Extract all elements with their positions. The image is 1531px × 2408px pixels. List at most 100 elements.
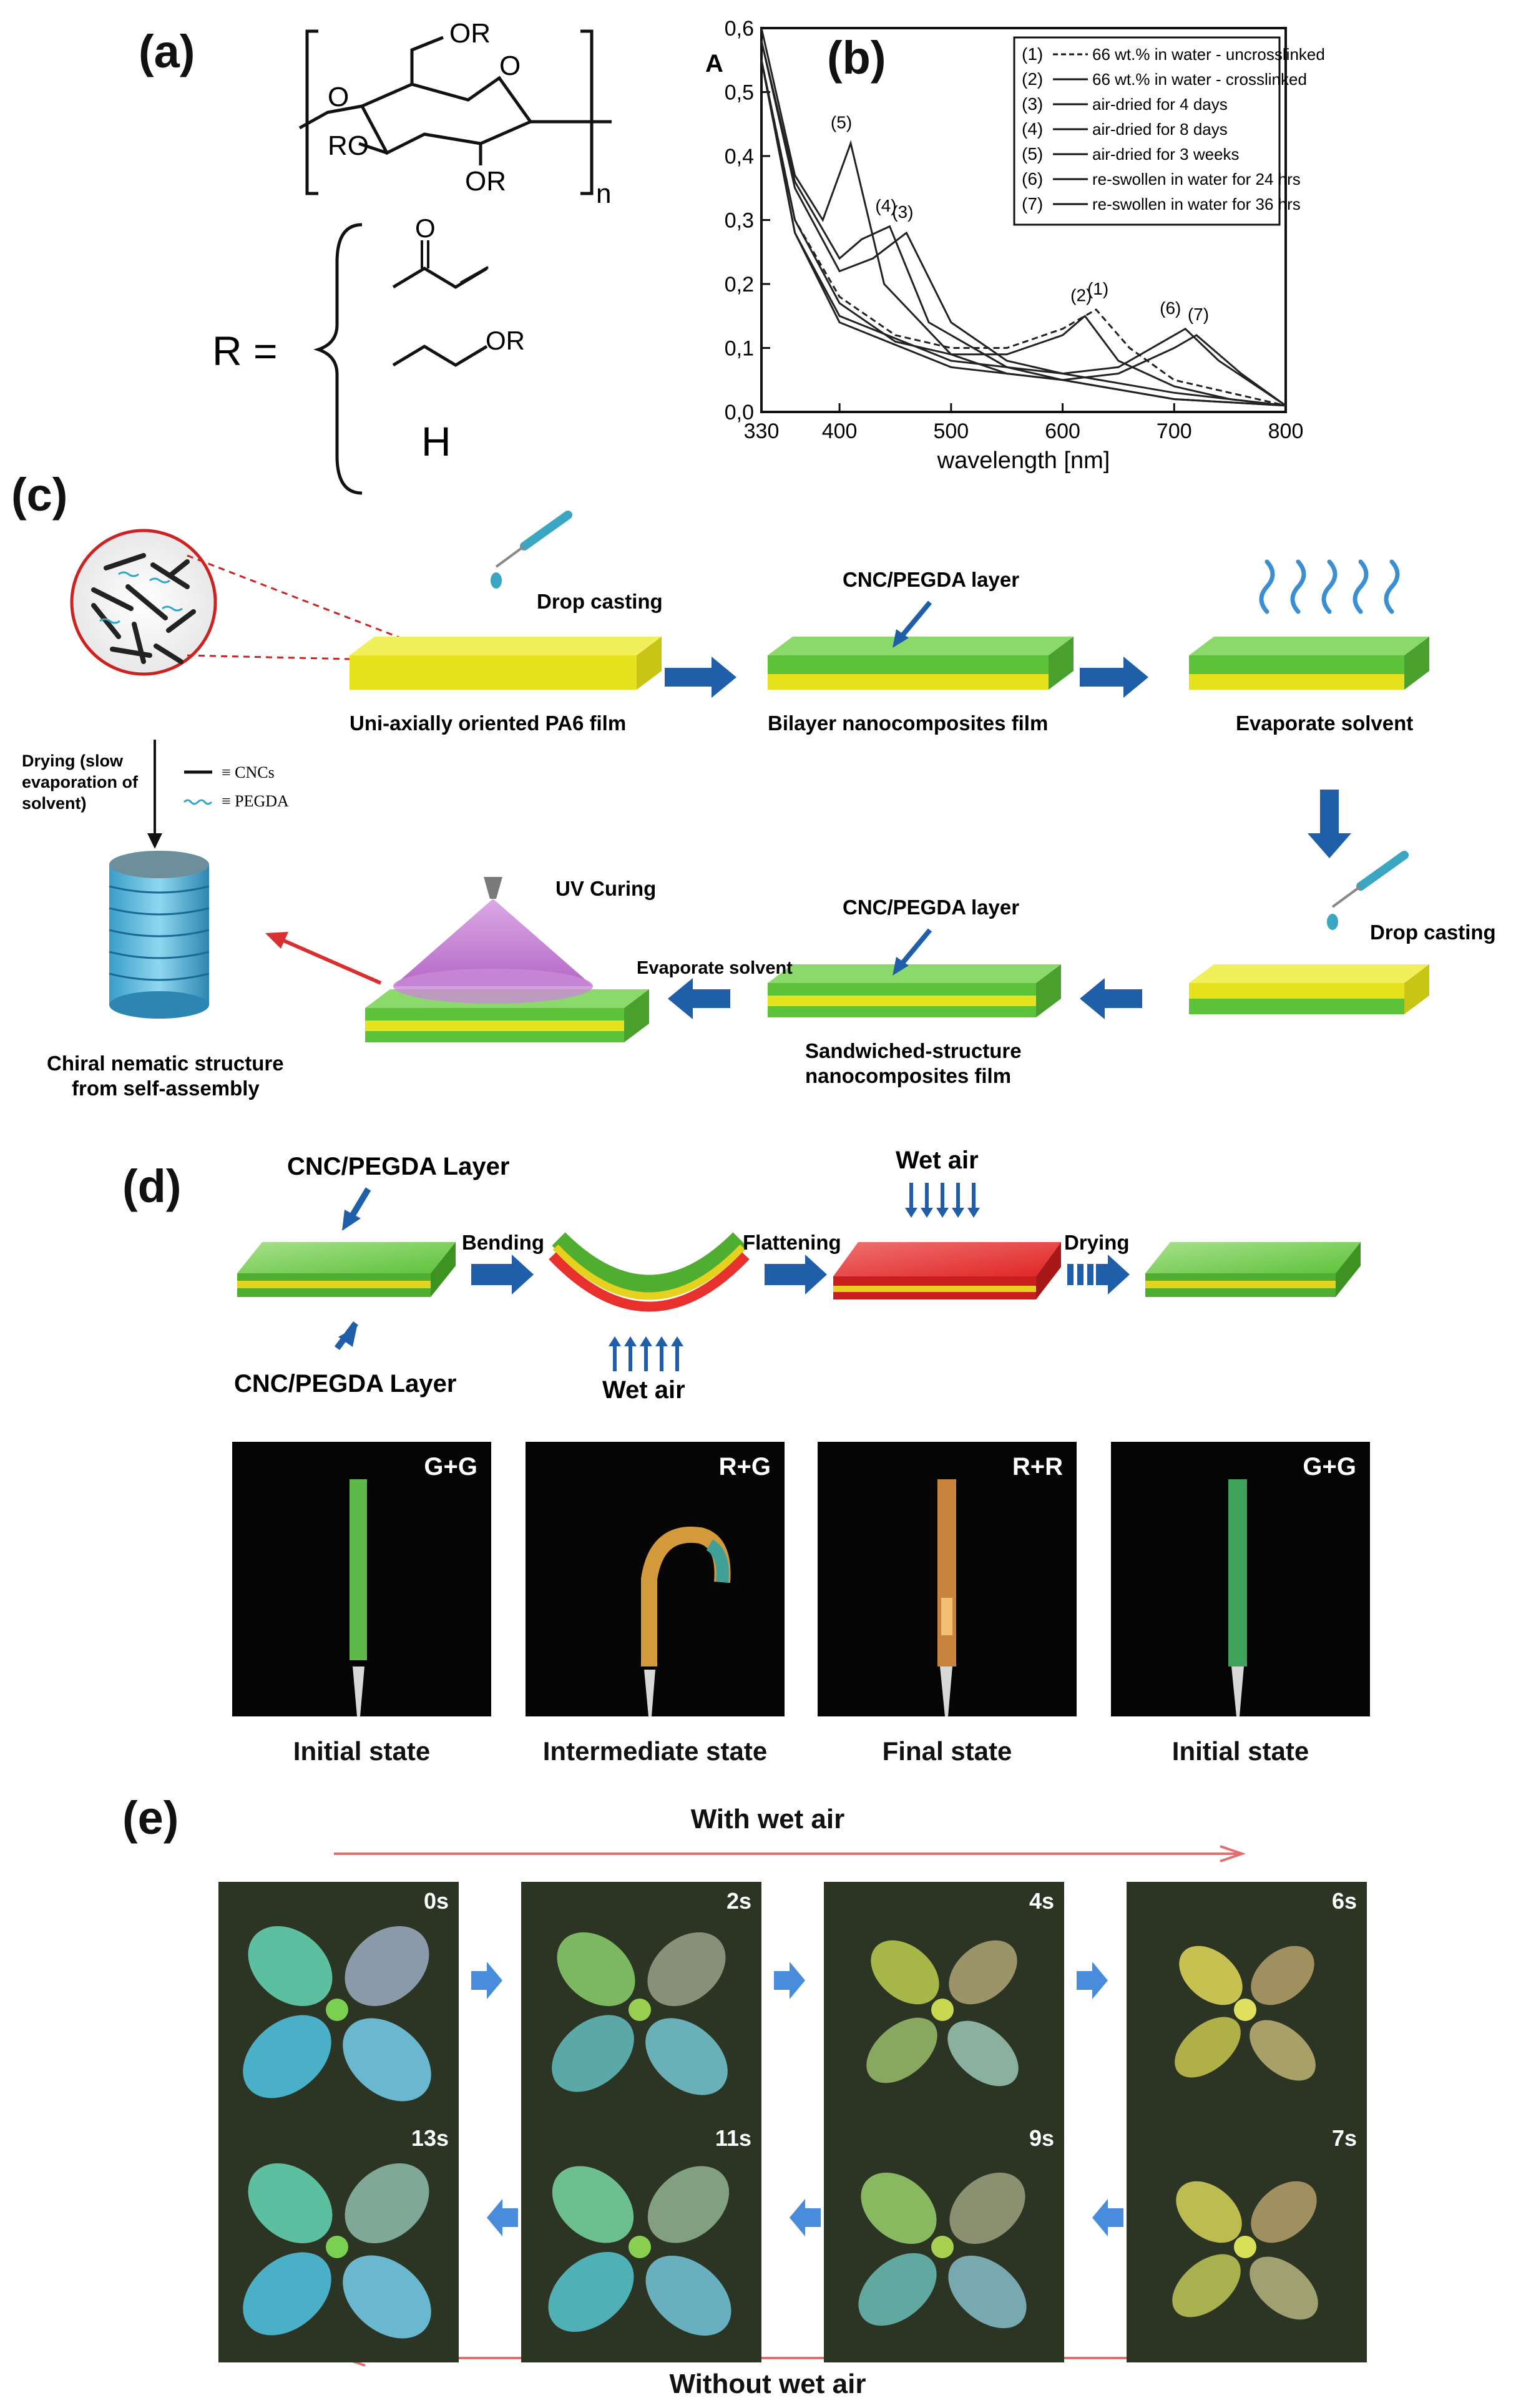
panel-label-e: (e) (122, 1792, 179, 1844)
photo-tag: G+G (1303, 1453, 1356, 1481)
photo-restored-state: G+G (1111, 1442, 1370, 1716)
evaporate-film (1189, 637, 1429, 690)
time-tag: 4s (1029, 1888, 1054, 1914)
film-flat-red (833, 1242, 1061, 1299)
without-wet-air-label: Without wet air (669, 2369, 866, 2399)
sandwich-label-2: nanocomposites film (805, 1064, 1011, 1087)
layer-bottom-label: CNC/PEGDA Layer (234, 1370, 456, 1397)
peak-label: (4) (875, 196, 896, 215)
flipped-film (1189, 964, 1429, 1014)
dropper-1-icon (491, 511, 572, 589)
caption-intermediate: Intermediate state (542, 1736, 768, 1766)
legend-entry: air-dried for 4 days (1092, 95, 1228, 114)
drying-arrow (1067, 1255, 1130, 1295)
cellulose-structure: OR O O RO OR n R = O OR H (212, 18, 612, 495)
y-tick-label: 0,0 (725, 401, 754, 424)
drying-label-2: evaporation of (22, 773, 139, 791)
series-line-3 (760, 41, 1286, 407)
photo-final-state: R+R (818, 1442, 1077, 1716)
x-tick-label: 400 (822, 419, 858, 443)
drop-casting-2-label: Drop casting (1370, 921, 1496, 944)
y-tick-label: 0,2 (725, 273, 754, 296)
chem-o-ring: O (499, 51, 521, 81)
cnc-layer-1-label: CNC/PEGDA layer (843, 568, 1019, 591)
flattening-label: Flattening (743, 1231, 841, 1254)
legend-entry: 66 wt.% in water - crosslinked (1092, 70, 1307, 89)
chem-or-bottom: OR (465, 166, 506, 197)
legend-num: (3) (1022, 94, 1043, 114)
x-tick-label: 700 (1157, 419, 1192, 443)
chiral-label-1: Chiral nematic structure (47, 1052, 284, 1075)
layer-top-label: CNC/PEGDA Layer (287, 1153, 509, 1180)
legend-num: (1) (1022, 44, 1043, 64)
time-tag: 11s (715, 2125, 751, 2151)
panel-label-d: (d) (122, 1160, 182, 1212)
film-initial (237, 1242, 456, 1297)
process-arrow-2 (1080, 657, 1148, 698)
flower-tile-11s: 11s (521, 2119, 761, 2362)
chem-or-top: OR (449, 18, 491, 49)
legend-num: (6) (1022, 169, 1043, 188)
photo-tag: R+R (1012, 1453, 1063, 1481)
chem-n: n (596, 179, 611, 209)
wet-air-arrows-down (905, 1183, 980, 1218)
panel-label-b: (b) (827, 32, 886, 84)
drying-label-1: Drying (slow (22, 751, 124, 770)
photo-tag: G+G (424, 1453, 477, 1481)
panel-label-a: (a) (139, 26, 195, 77)
dropper-2-icon (1327, 851, 1409, 930)
flower-tile-9s: 9s (824, 2119, 1064, 2362)
actuation-schematic: CNC/PEGDA Layer CNC/PEGDA Layer Bending … (234, 1147, 1361, 1404)
bilayer-film (768, 637, 1074, 690)
time-tag: 0s (423, 1888, 449, 1914)
chart-legend (1013, 36, 1281, 226)
y-tick-label: 0,6 (725, 17, 754, 41)
process-arrow-4 (668, 978, 730, 1019)
caption-restored: Initial state (1171, 1736, 1309, 1766)
caption-initial: Initial state (293, 1736, 431, 1766)
y-axis-symbol: A (705, 50, 723, 77)
chiral-label-2: from self-assembly (72, 1077, 260, 1100)
evaporate-2-label: Evaporate solvent (637, 958, 793, 978)
legend-entry: re-swollen in water for 36 hrs (1092, 195, 1301, 213)
chem-or-side: OR (486, 326, 525, 355)
legend-entry: air-dried for 3 weeks (1092, 145, 1240, 164)
legend-entry: air-dried for 8 days (1092, 120, 1228, 139)
chem-h: H (421, 418, 451, 464)
series-line-1 (760, 59, 1286, 407)
photo-intermediate-state: R+G (526, 1442, 785, 1716)
uv-curing-label: UV Curing (555, 877, 656, 900)
wet-air-label-1: Wet air (602, 1376, 685, 1404)
pa6-film (350, 637, 662, 690)
uv-lamp-icon (393, 877, 593, 1004)
wet-air-arrows-up (609, 1336, 683, 1371)
sandwich-label-1: Sandwiched-structure (805, 1039, 1022, 1062)
vapor-icon (1259, 559, 1400, 614)
flower-tile-0s: 0s (218, 1882, 459, 2125)
time-tag: 13s (411, 2125, 449, 2151)
x-tick-label: 500 (933, 419, 969, 443)
with-wet-air-label: With wet air (690, 1804, 845, 1834)
peak-label: (1) (1087, 279, 1108, 298)
pa6-film-label: Uni-axially oriented PA6 film (350, 712, 626, 735)
fabrication-schematic: Drop casting Uni-axially oriented PA6 fi… (22, 511, 1496, 1100)
peak-label: (7) (1188, 305, 1209, 324)
peak-label: (6) (1160, 298, 1181, 318)
legend-num: (7) (1022, 194, 1043, 213)
legend-cncs: ≡ CNCs (222, 763, 275, 781)
series-line-2 (760, 59, 1286, 407)
series-line-6 (760, 59, 1286, 407)
y-tick-label: 0,3 (725, 209, 754, 233)
cnc-rods (91, 553, 196, 664)
time-tag: 9s (1029, 2125, 1054, 2151)
legend-entry: 66 wt.% in water - uncrosslinked (1092, 45, 1325, 64)
legend-entry: re-swollen in water for 24 hrs (1092, 170, 1301, 188)
sandwich-film (768, 964, 1061, 1017)
flower-tile-7s: 7s (1127, 2119, 1367, 2362)
time-tag: 6s (1331, 1888, 1357, 1914)
panel-e-arrows (314, 1845, 1268, 2367)
drying-label-3: solvent) (22, 794, 87, 813)
flower-tile-6s: 6s (1127, 1882, 1367, 2125)
series-line-7 (760, 59, 1286, 407)
y-tick-label: 0,4 (725, 145, 754, 169)
